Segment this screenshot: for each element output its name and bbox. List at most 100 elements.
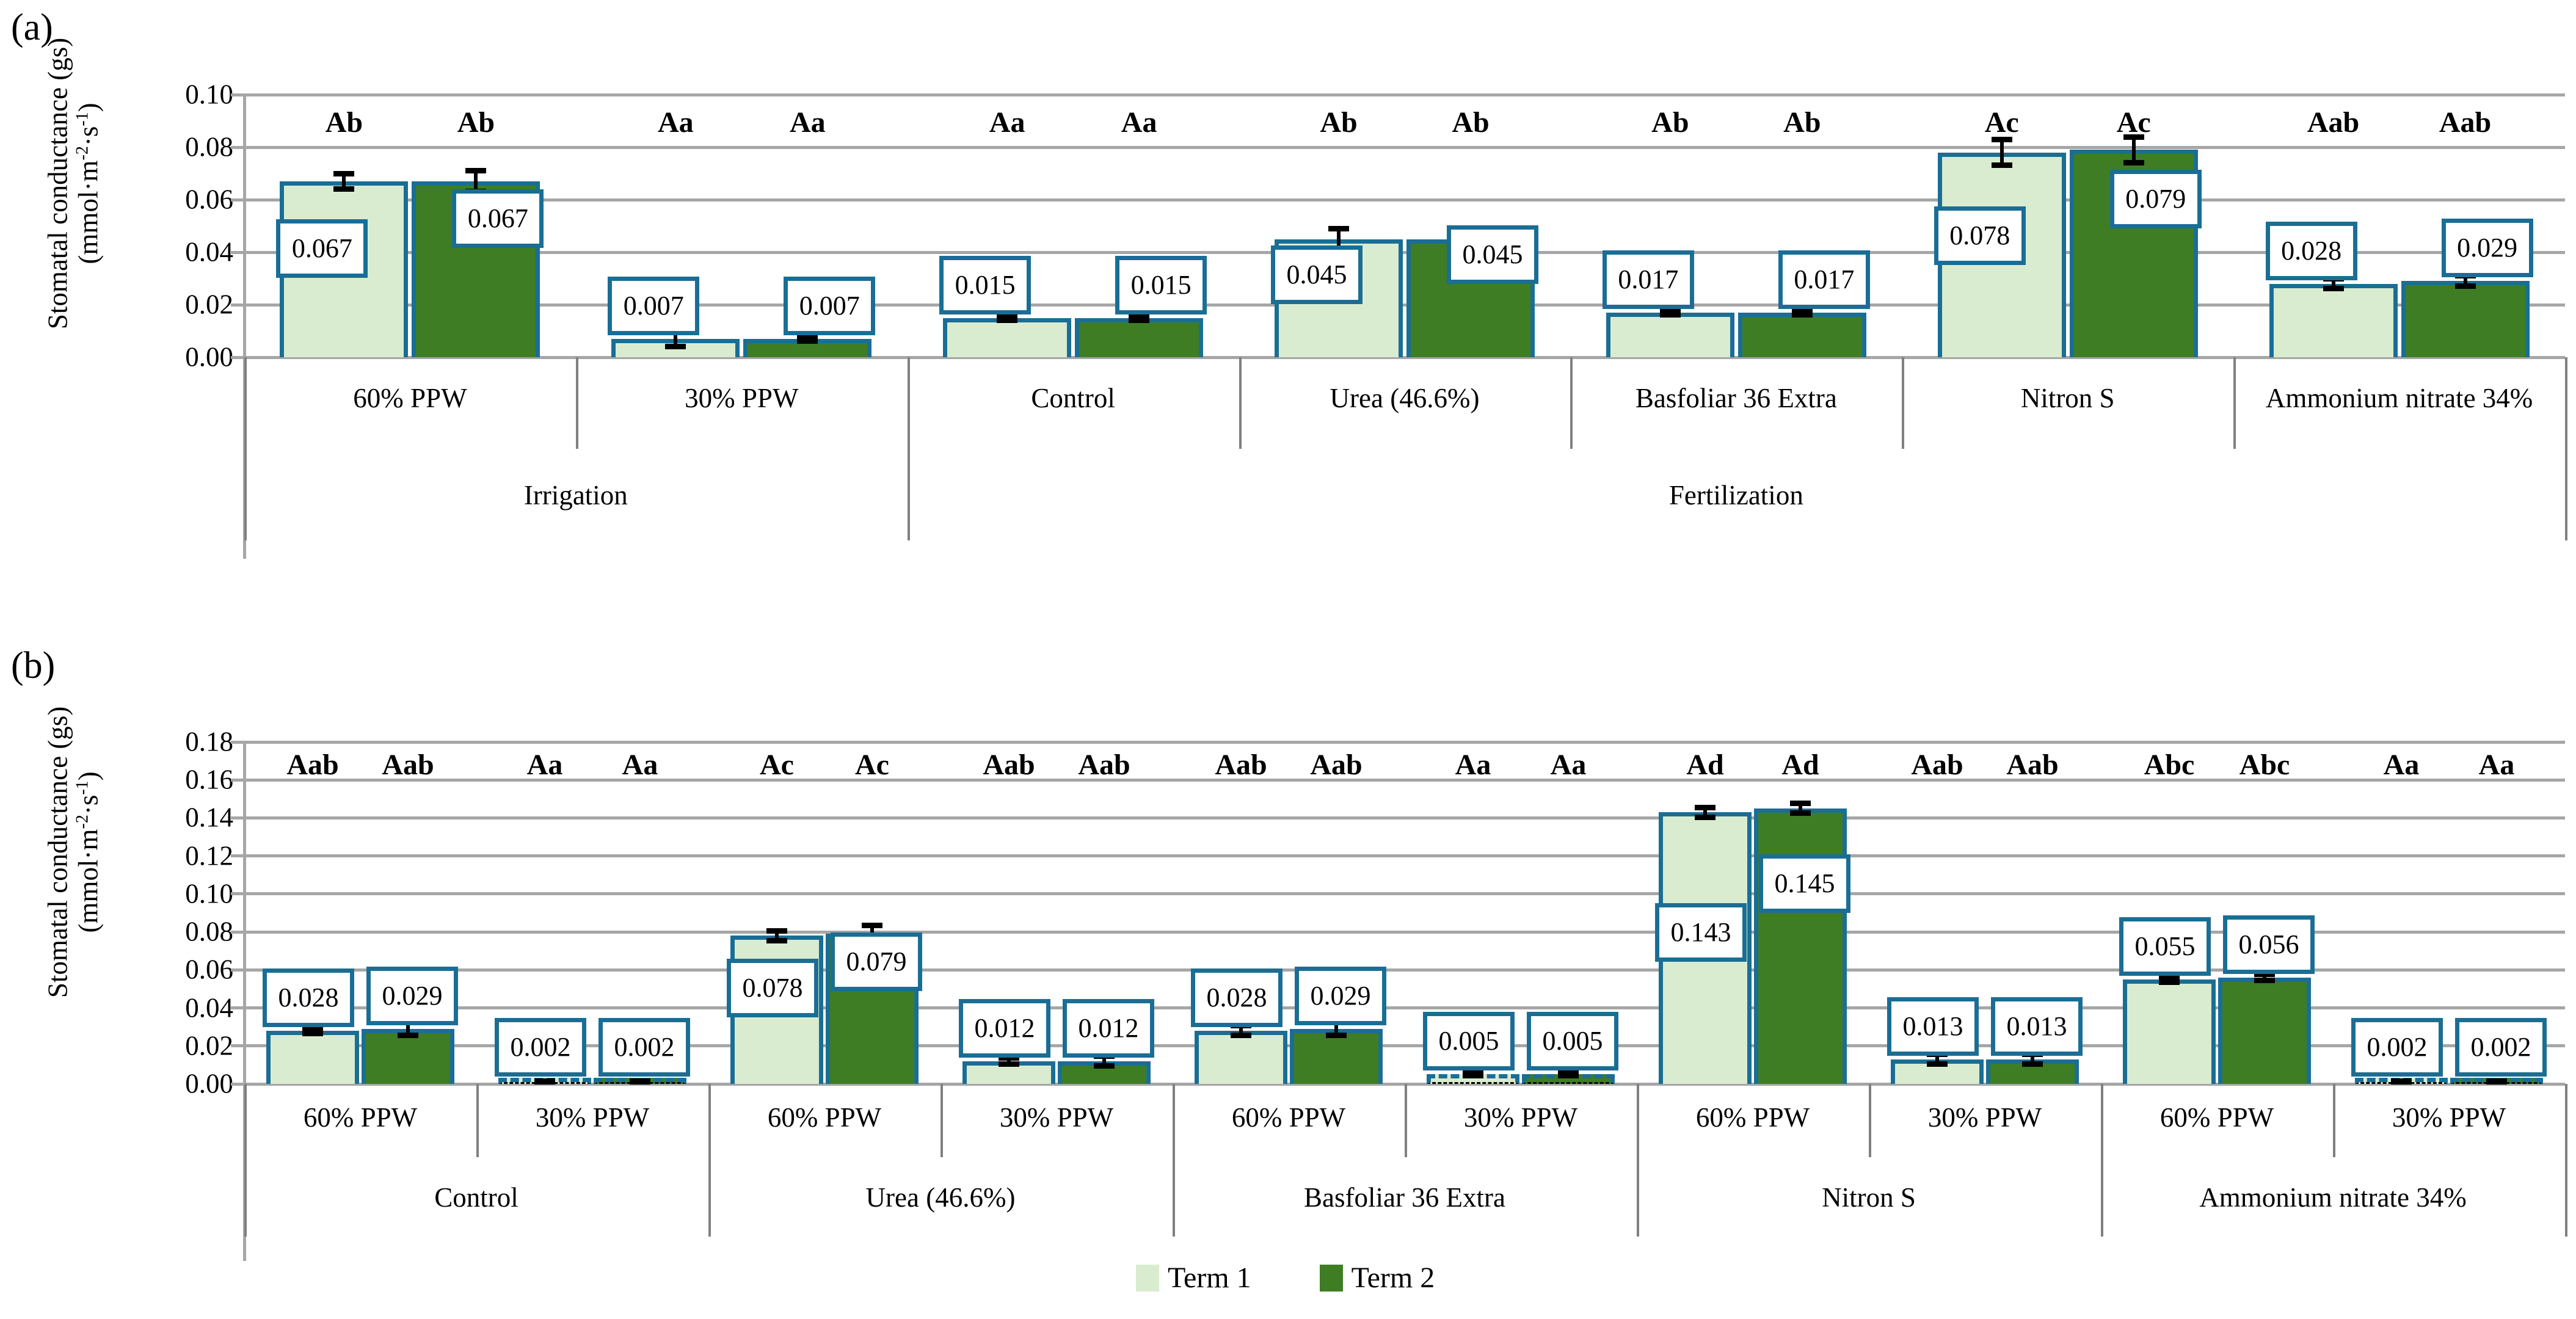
y-axis-tick-label: 0.04 (185, 992, 233, 1023)
significance-letter: Aa (526, 749, 563, 781)
value-label: 0.007 (608, 276, 700, 335)
bar-term-1 (266, 1030, 359, 1084)
gridline (244, 816, 2565, 819)
y-axis-title: Stomatal conductance (gs) (42, 706, 73, 998)
significance-letter: Ab (1783, 106, 1821, 139)
significance-letter: Ab (1651, 106, 1689, 139)
significance-letter: Ab (325, 106, 363, 139)
legend-item: Term 2 (1319, 1261, 1435, 1295)
significance-letter: Aa (1550, 749, 1587, 781)
legend-label: Term 2 (1351, 1262, 1435, 1294)
x-axis-group-label: Ammonium nitrate 34% (2199, 1182, 2467, 1213)
category-separator (1239, 357, 1242, 449)
y-axis-tick-label: 0.06 (185, 954, 233, 985)
x-axis-category-label: Basfoliar 36 Extra (1635, 383, 1837, 413)
bar-term-2 (1075, 318, 1204, 357)
x-axis-group-label: Urea (46.6%) (865, 1182, 1016, 1213)
x-axis-category-label: 60% PPW (303, 1102, 418, 1133)
x-axis-category-label: 60% PPW (1695, 1102, 1810, 1133)
significance-letter: Aab (1310, 749, 1363, 781)
significance-letter: Aab (1911, 749, 1963, 781)
y-axis-tick-mark (231, 816, 244, 819)
value-label: 0.079 (831, 932, 922, 991)
value-label: 0.055 (2119, 917, 2211, 976)
y-axis-tick-label: 0.16 (185, 764, 233, 795)
significance-letter: Aab (2307, 106, 2360, 139)
significance-letter: Aa (989, 106, 1025, 139)
y-axis-tick-mark (231, 854, 244, 858)
value-label: 0.015 (1115, 255, 1207, 314)
x-axis-group-label: Nitron S (1822, 1182, 1916, 1213)
value-label: 0.017 (1602, 250, 1694, 309)
panel-b-tag: (b) (11, 645, 56, 686)
significance-letter: Ac (1984, 106, 2019, 139)
category-separator (1570, 357, 1573, 449)
value-label: 0.012 (959, 998, 1050, 1058)
significance-letter: Aa (1121, 106, 1157, 139)
legend-swatch-term-2 (1319, 1264, 1343, 1292)
group-separator (1637, 1084, 1639, 1237)
significance-letter: Ab (1452, 106, 1490, 139)
category-separator (1869, 1084, 1871, 1157)
bar-term-2 (1737, 312, 1866, 357)
gridline (244, 968, 2565, 972)
value-label: 0.145 (1759, 854, 1850, 914)
significance-letter: Ab (1320, 106, 1358, 139)
y-axis-tick-mark (231, 968, 244, 972)
y-axis-tick-label: 0.18 (185, 726, 233, 757)
significance-letter: Ac (760, 749, 794, 781)
gridline (244, 854, 2565, 858)
significance-letter: Ac (2116, 106, 2151, 139)
x-axis-category-label: 60% PPW (767, 1102, 882, 1133)
significance-letter: Aab (983, 749, 1035, 781)
group-separator (907, 357, 910, 540)
significance-letter: Aab (2006, 749, 2059, 781)
value-label: 0.002 (2351, 1017, 2443, 1077)
y-axis-tick-mark (231, 145, 244, 149)
significance-letter: Ac (855, 749, 889, 781)
category-separator (941, 1084, 943, 1157)
gridline (244, 93, 2565, 96)
value-label: 0.029 (1295, 966, 1386, 1025)
x-axis-category-label: 30% PPW (999, 1102, 1114, 1133)
significance-letter: Ad (1781, 749, 1819, 781)
category-separator (1405, 1084, 1407, 1157)
significance-letter: Aa (789, 106, 826, 139)
panel-b-y-axis-label: Stomatal conductance (gs)(mmol·m-2·s-1) (43, 693, 104, 1011)
gridline (244, 145, 2565, 149)
y-axis-units: (mmol·m-2·s-1) (73, 771, 104, 933)
significance-letter: Aa (1455, 749, 1491, 781)
significance-letter: Abc (2144, 749, 2195, 781)
category-separator (1902, 357, 1905, 449)
significance-letter: Aab (1078, 749, 1130, 781)
x-axis-category-label: 30% PPW (2392, 1102, 2506, 1133)
y-axis-tick-mark (231, 740, 244, 744)
value-label: 0.067 (452, 189, 544, 249)
gridline (244, 303, 2565, 307)
group-separator (244, 1084, 247, 1237)
x-axis-group-label: Control (434, 1182, 518, 1213)
x-axis-category-label: 60% PPW (2159, 1102, 2274, 1133)
gridline (244, 1044, 2565, 1048)
x-axis-category-label: Nitron S (2020, 383, 2115, 413)
y-axis-tick-label: 0.02 (185, 289, 233, 320)
value-label: 0.028 (2265, 221, 2357, 280)
significance-letter: Aab (2439, 106, 2492, 139)
category-separator (476, 1084, 479, 1157)
y-axis-tick-label: 0.00 (185, 1068, 233, 1099)
value-label: 0.029 (366, 966, 458, 1025)
gridline (244, 198, 2565, 202)
category-separator (2333, 1084, 2335, 1157)
value-label: 0.015 (939, 255, 1031, 314)
y-axis-tick-mark (231, 355, 244, 359)
group-separator (244, 357, 247, 540)
y-axis-title: Stomatal conductance (gs) (42, 37, 73, 330)
x-axis-category-label: Urea (46.6%) (1330, 383, 1480, 413)
value-label: 0.002 (495, 1017, 586, 1077)
gridline (244, 930, 2565, 934)
gridline (244, 740, 2565, 744)
group-separator (708, 1084, 711, 1237)
x-axis-group-label: Fertilization (1668, 480, 1803, 511)
